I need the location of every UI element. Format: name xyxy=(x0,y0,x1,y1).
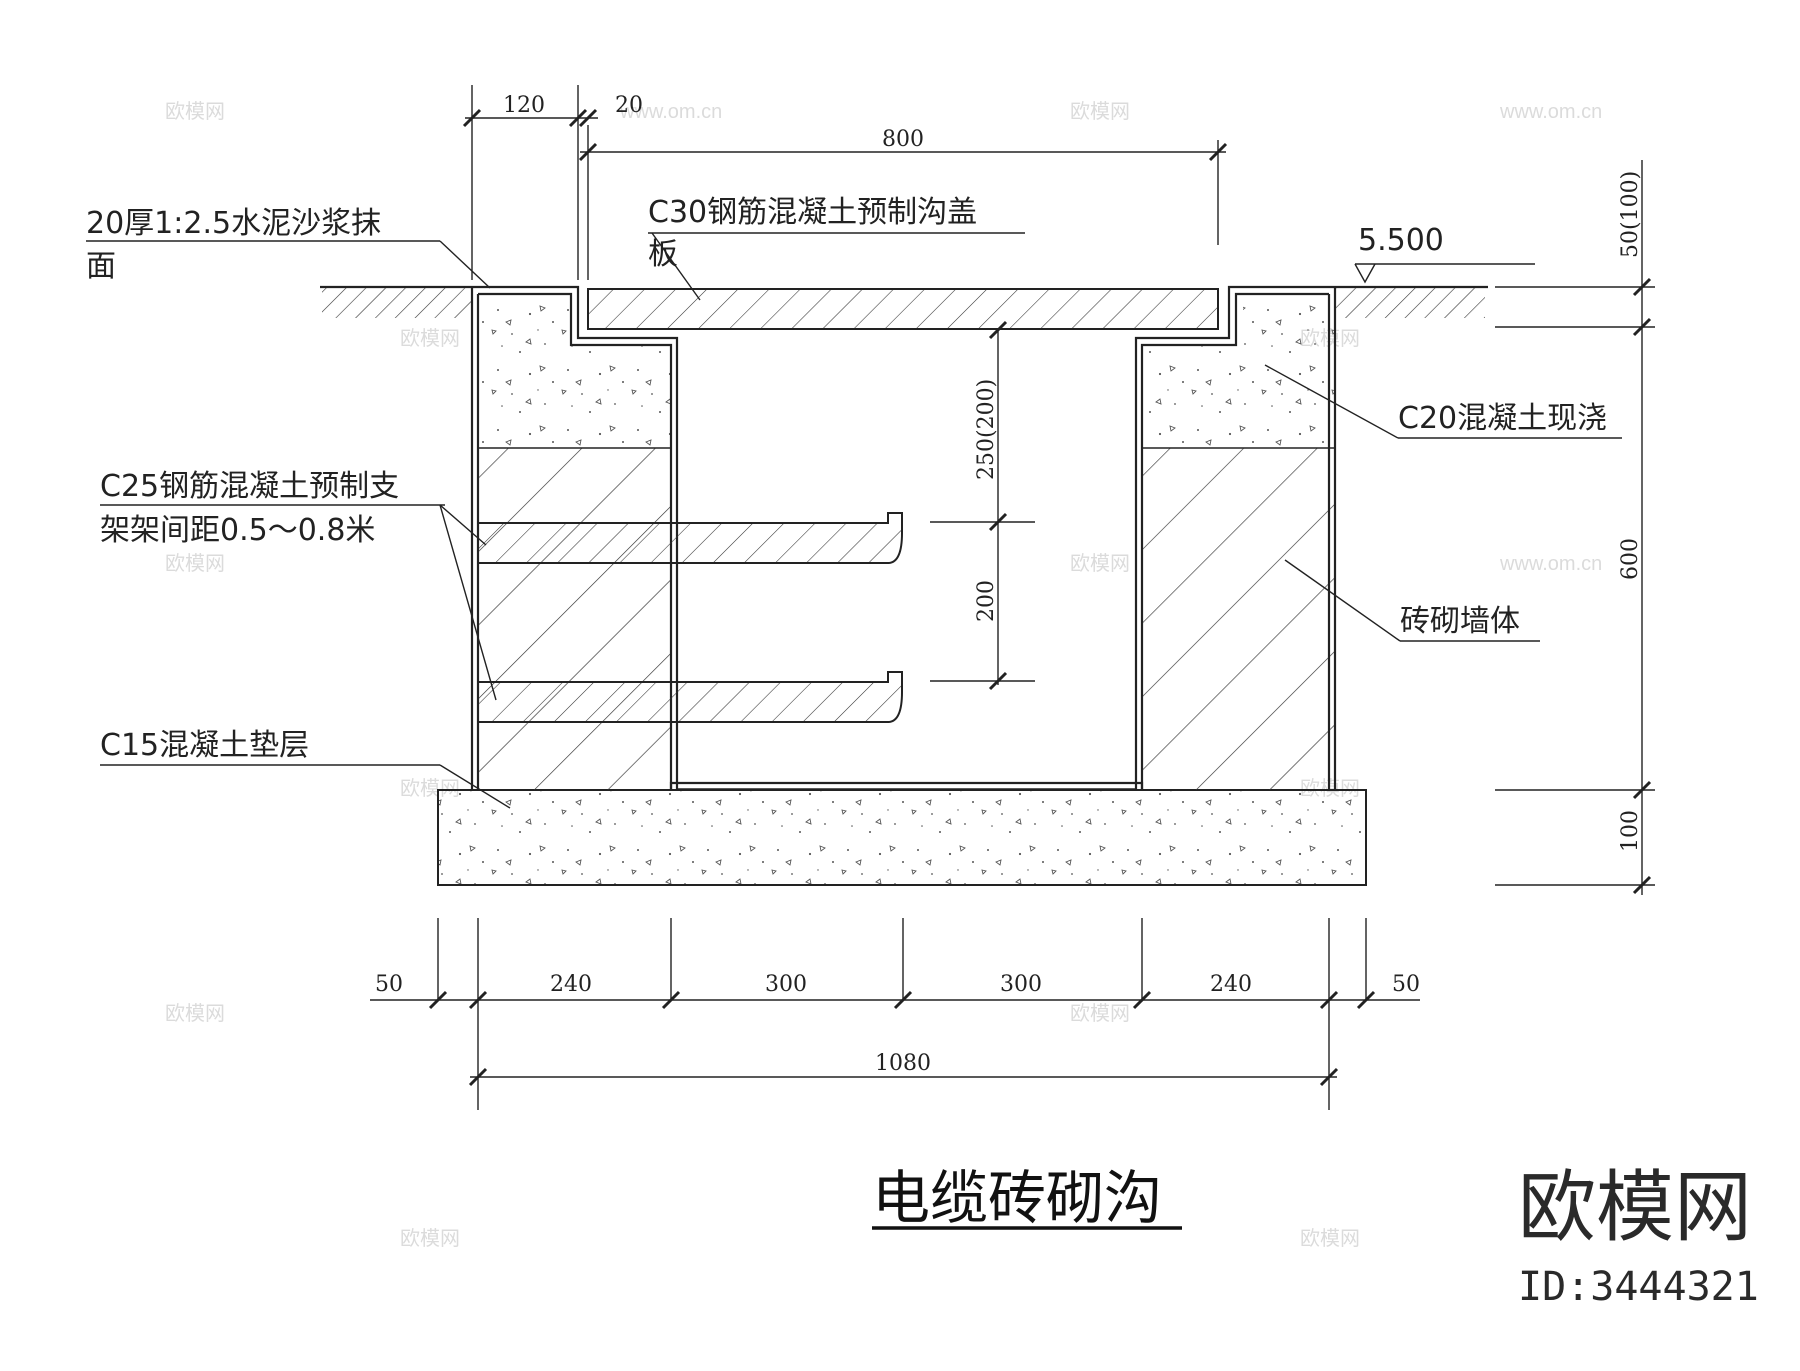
watermark-text: 欧模网 xyxy=(1070,100,1130,123)
dim-240-left: 240 xyxy=(550,972,592,997)
watermark-text: 欧模网 xyxy=(1070,552,1130,575)
watermark-text: 欧模网 xyxy=(400,327,460,350)
label-c20: C20混凝土现浇 xyxy=(1398,401,1607,436)
watermark-text: 欧模网 xyxy=(1070,1002,1130,1025)
elevation-triangle-icon xyxy=(1354,263,1376,284)
dim-20: 20 xyxy=(615,93,643,118)
soil-right xyxy=(1335,288,1485,318)
lower-support-bracket xyxy=(477,671,903,723)
soil-left xyxy=(322,288,472,318)
watermark-text: 欧模网 xyxy=(400,1227,460,1250)
c15-cushion-layer xyxy=(437,789,1367,886)
elevation-value: 5.500 xyxy=(1358,223,1444,258)
label-brick: 砖砌墙体 xyxy=(1400,604,1520,639)
precast-cover-slab xyxy=(587,288,1219,330)
precast-supports xyxy=(477,512,903,723)
dim-300-left: 300 xyxy=(765,972,807,997)
watermark-text: www.om.cn xyxy=(1499,553,1602,575)
right-c20-concrete xyxy=(1142,298,1335,448)
dim-800: 800 xyxy=(882,127,924,152)
dimension-texts: 120 20 800 250(200) 200 50(100) 600 100 … xyxy=(375,93,1643,1076)
brand-logo-text: 欧模网 xyxy=(1518,1163,1752,1253)
dim-250-200: 250(200) xyxy=(974,379,999,480)
watermark-text: 欧模网 xyxy=(1300,1227,1360,1250)
dim-300-right: 300 xyxy=(1000,972,1042,997)
watermark-text: 欧模网 xyxy=(165,552,225,575)
watermark-text: 欧模网 xyxy=(165,100,225,123)
dim-600: 600 xyxy=(1618,538,1643,580)
left-c20-concrete xyxy=(478,298,671,448)
dim-50-left: 50 xyxy=(375,972,403,997)
label-cover-line1: C30钢筋混凝土预制沟盖 xyxy=(648,195,977,230)
dim-240-right: 240 xyxy=(1210,972,1252,997)
label-c15: C15混凝土垫层 xyxy=(100,728,309,763)
right-wall xyxy=(1134,285,1337,790)
left-brick-wall xyxy=(478,448,671,790)
dim-50-100: 50(100) xyxy=(1618,171,1643,258)
label-mortar-line2: 面 xyxy=(86,249,116,284)
label-mortar-line1: 20厚1:2.5水泥沙浆抹 xyxy=(86,206,381,241)
dim-1080: 1080 xyxy=(875,1051,931,1076)
brand-id-text: ID:3444321 xyxy=(1518,1264,1759,1310)
dimension-lines xyxy=(370,85,1655,1110)
watermark-text: 欧模网 xyxy=(165,1002,225,1025)
label-support-line1: C25钢筋混凝土预制支 xyxy=(100,469,399,504)
trench-floor xyxy=(669,781,1144,790)
trench-floor-plaster xyxy=(676,788,1136,790)
drawing-title: 电缆砖砌沟 xyxy=(872,1164,1162,1232)
callouts: 20厚1:2.5水泥沙浆抹 面 C30钢筋混凝土预制沟盖 板 C20混凝土现浇 … xyxy=(86,195,1622,809)
upper-support-bracket xyxy=(477,512,903,564)
dim-50-right: 50 xyxy=(1392,972,1420,997)
right-brick-wall xyxy=(1142,448,1335,790)
dim-120: 120 xyxy=(503,93,545,118)
ground xyxy=(320,285,1488,318)
label-support-line2: 架架间距0.5～0.8米 xyxy=(100,513,375,548)
dim-200: 200 xyxy=(974,580,999,622)
elevation-marker: 5.500 xyxy=(1354,223,1535,284)
label-cover-line2: 板 xyxy=(648,237,678,272)
dim-100: 100 xyxy=(1618,810,1643,852)
watermark-text: www.om.cn xyxy=(619,101,722,123)
background-watermarks: 欧模网 www.om.cn 欧模网 www.om.cn 欧模网 欧模网 欧模网 … xyxy=(165,100,1602,1250)
watermark-text: www.om.cn xyxy=(1499,101,1602,123)
